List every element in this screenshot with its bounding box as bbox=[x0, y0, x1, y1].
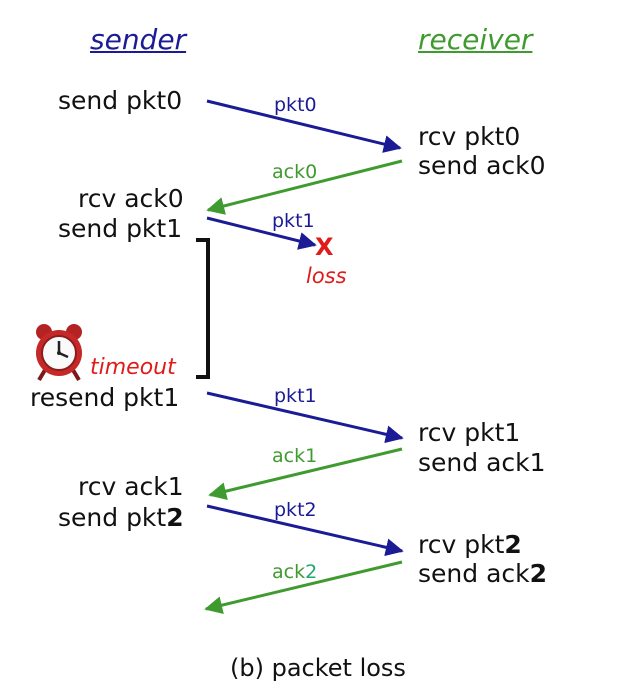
label-pkt1: pkt1 bbox=[272, 210, 315, 232]
label-ack2: ack2 bbox=[272, 563, 317, 582]
receiver-send-ack2-number: 2 bbox=[529, 559, 548, 588]
sender-rcv-ack0: rcv ack0 bbox=[78, 184, 184, 213]
arrow-pkt2 bbox=[206, 504, 404, 557]
receiver-send-ack0: send ack0 bbox=[418, 151, 546, 180]
arrow-pkt0 bbox=[206, 99, 402, 153]
sender-send-pkt2-text: send pkt bbox=[58, 503, 167, 532]
receiver-header: receiver bbox=[418, 23, 533, 56]
sender-rcv-ack1: rcv ack1 bbox=[78, 472, 184, 501]
sender-send-pkt0: send pkt0 bbox=[58, 86, 183, 115]
arrow-pkt1-lost bbox=[206, 216, 317, 250]
sender-header: sender bbox=[90, 23, 187, 56]
loss-label: loss bbox=[306, 264, 347, 288]
figure-caption: (b) packet loss bbox=[230, 654, 406, 682]
label-ack2-text: ack bbox=[272, 561, 306, 583]
label-pkt2: pkt2 bbox=[274, 499, 317, 521]
label-pkt1-resend: pkt1 bbox=[274, 385, 317, 407]
arrow-ack1 bbox=[208, 447, 403, 500]
label-pkt0: pkt0 bbox=[274, 94, 317, 116]
sender-send-pkt2-number: 2 bbox=[166, 503, 184, 532]
arrow-pkt1-resend bbox=[206, 391, 404, 444]
receiver-send-ack2-text: send ack bbox=[418, 559, 530, 588]
label-ack1: ack1 bbox=[272, 445, 318, 467]
sender-send-pkt2: send pkt2 bbox=[58, 505, 184, 530]
label-ack2-number: 2 bbox=[305, 561, 318, 583]
alarm-clock-icon bbox=[36, 324, 82, 382]
receiver-rcv-pkt2-text: rcv pkt bbox=[418, 530, 505, 559]
loss-x-icon: X bbox=[315, 233, 334, 261]
timeout-interval-bracket bbox=[196, 238, 210, 379]
receiver-send-ack2: send ack2 bbox=[418, 561, 547, 586]
label-ack0: ack0 bbox=[272, 161, 318, 183]
arrow-ack0 bbox=[206, 159, 403, 215]
receiver-rcv-pkt0: rcv pkt0 bbox=[418, 122, 521, 151]
timeout-label: timeout bbox=[90, 355, 176, 380]
receiver-rcv-pkt2: rcv pkt2 bbox=[418, 532, 522, 557]
sender-send-pkt1: send pkt1 bbox=[58, 214, 183, 243]
receiver-rcv-pkt1: rcv pkt1 bbox=[418, 418, 521, 447]
receiver-rcv-pkt2-number: 2 bbox=[504, 530, 522, 559]
arrow-ack2 bbox=[204, 560, 403, 614]
receiver-send-ack1: send ack1 bbox=[418, 448, 546, 477]
sender-resend-pkt1: resend pkt1 bbox=[30, 383, 180, 412]
